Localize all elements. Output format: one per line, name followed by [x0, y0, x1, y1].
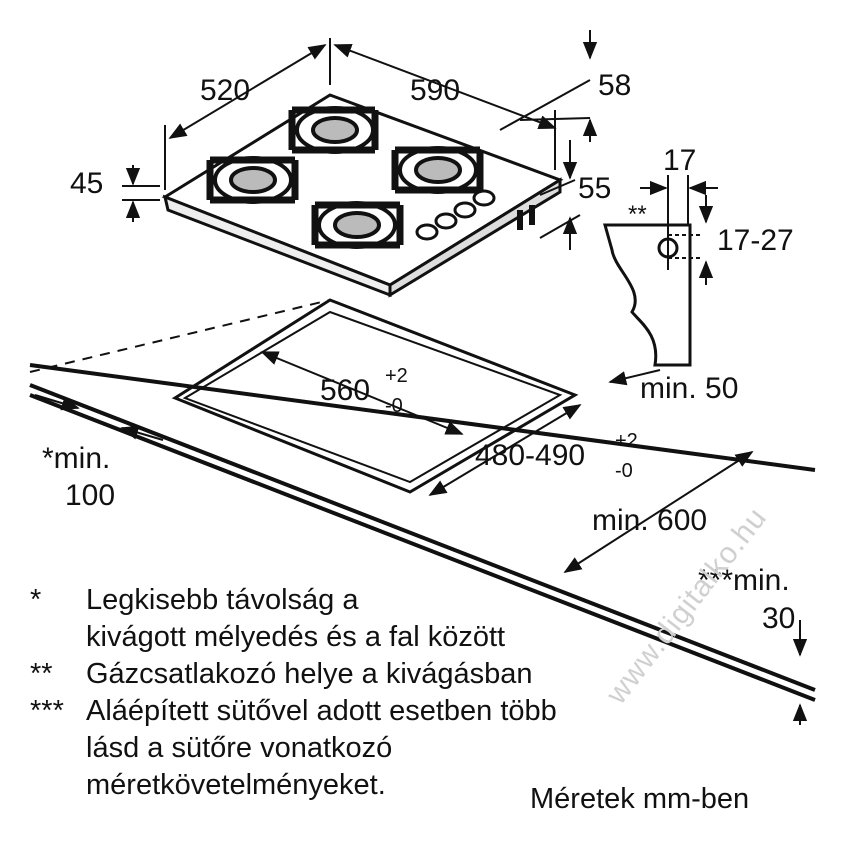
dim-45: 45 [70, 167, 103, 200]
dim-min-600: min. 600 [592, 504, 707, 537]
footnote-3-line-1: Aláépített sütővel adott esetben több [86, 695, 557, 727]
footnote-2-line-1: Gázcsatlakozó helye a kivágásban [86, 658, 533, 690]
dim-560-tol-plus: +2 [385, 365, 408, 387]
dim-480-tol-plus: +2 [615, 430, 638, 452]
hob [161, 93, 564, 298]
dim-58: 58 [598, 69, 631, 102]
footnote-1: * Legkisebb távolság a [30, 582, 720, 619]
burner-left [206, 156, 299, 204]
dim-560-tol-minus: -0 [385, 395, 403, 417]
footnote-3: *** Aláépített sütővel adott esetben töb… [30, 693, 720, 730]
dim-480-490: 480-490 [475, 439, 585, 472]
dim-17: 17 [663, 144, 696, 177]
cutout [171, 298, 579, 494]
dim-min-50: min. 50 [640, 372, 738, 405]
dim-560: 560 [320, 374, 370, 407]
dim-min-30-value: 30 [762, 602, 795, 635]
dimension-lines [34, 30, 808, 725]
footnote-3-line-3: méretkövetelményeket. [86, 769, 386, 801]
burner-front [311, 201, 404, 249]
burner-right [391, 146, 484, 194]
footnote-1-line-1: Legkisebb távolság a [86, 584, 359, 616]
dim-55: 55 [578, 172, 611, 205]
dim-590: 590 [410, 74, 460, 107]
footnote-1-mark: * [30, 584, 42, 616]
footnote-3-line-2: lásd a sütőre vonatkozó [86, 732, 393, 764]
dim-17-27: 17-27 [717, 224, 794, 257]
footnote-3-mark: *** [30, 695, 64, 727]
footnote-2-mark: ** [30, 658, 53, 690]
dim-min-100-label: *min. [42, 442, 110, 475]
burner-rear-left [288, 106, 379, 154]
gas-mark: ** [628, 201, 647, 228]
dim-480-tol-minus: -0 [615, 460, 633, 482]
gas-connection-detail [603, 175, 718, 367]
footnote-2: ** Gázcsatlakozó helye a kivágásban [30, 656, 720, 693]
dim-520: 520 [200, 74, 250, 107]
dim-min-30-label: ***min. [698, 564, 790, 597]
control-knobs [415, 189, 496, 241]
footnotes: * Legkisebb távolság a kivágott mélyedés… [30, 582, 720, 804]
dim-min-100-value: 100 [65, 479, 115, 512]
units-label: Méretek mm-ben [530, 783, 750, 815]
footnote-1-line-2: kivágott mélyedés és a fal között [86, 621, 506, 653]
